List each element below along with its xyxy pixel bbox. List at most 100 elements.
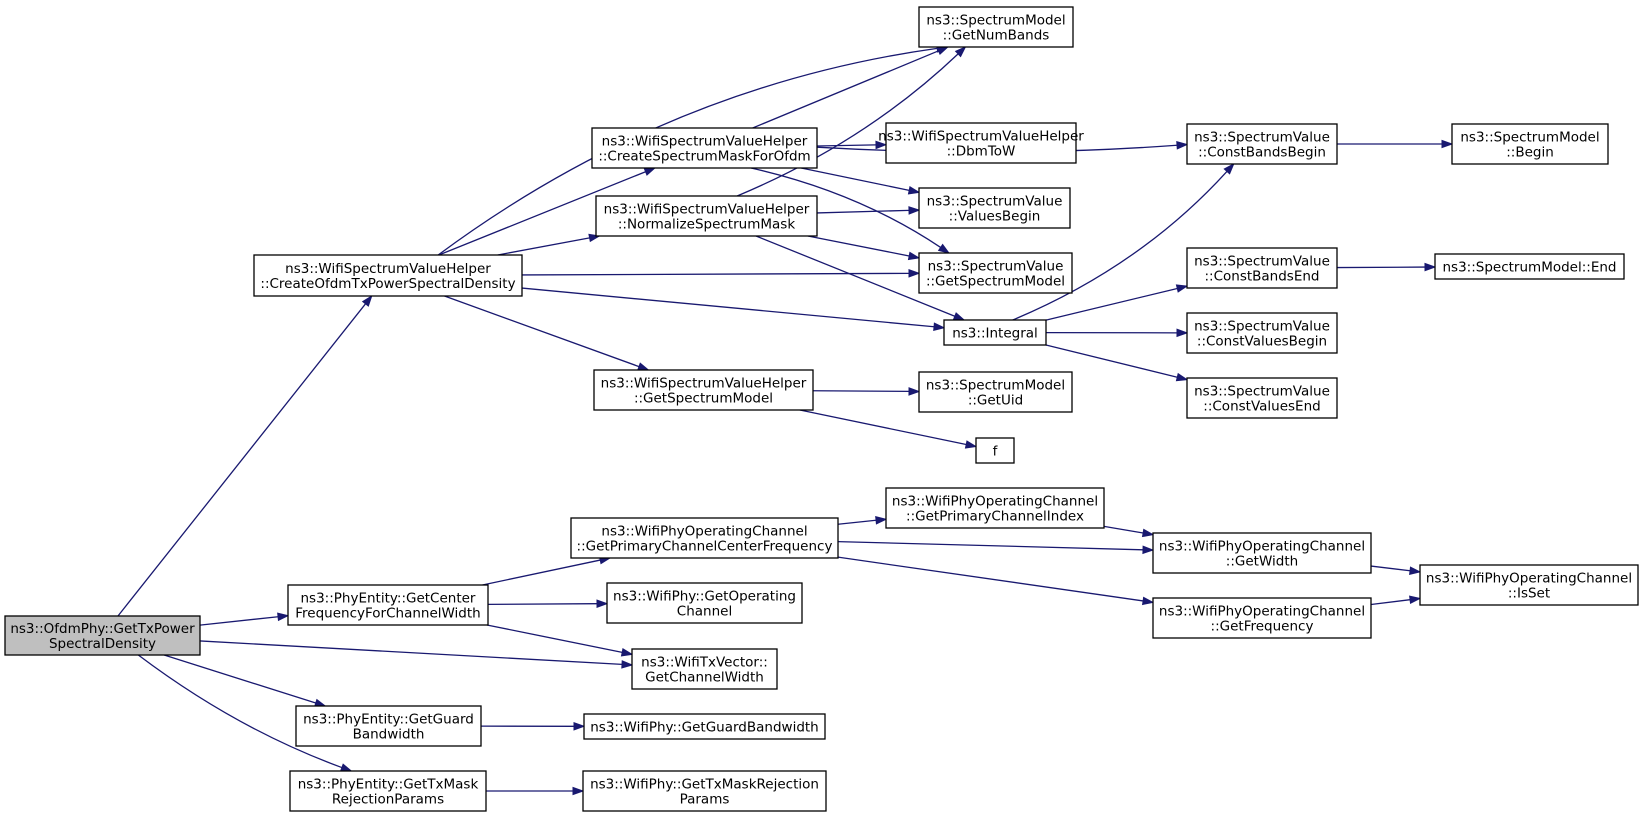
edge-line [752, 50, 939, 129]
node-box [918, 371, 1073, 413]
node-getGuardBw[interactable]: ns3::PhyEntity::GetGuardBandwidth [295, 705, 482, 747]
node-opGetWidth[interactable]: ns3::WifiPhyOperatingChannel::GetWidth [1152, 532, 1372, 574]
node-label-line: ::GetNumBands [943, 28, 1050, 44]
node-label-line: ns3::WifiPhyOperatingChannel [1159, 604, 1365, 620]
edge-line [1370, 565, 1411, 572]
node-label-line: ::CreateOfdmTxPowerSpectralDensity [260, 276, 515, 292]
node-box [606, 582, 803, 624]
edge-normalize-to-getNumBands [736, 45, 967, 197]
node-opGetFreq[interactable]: ns3::WifiPhyOperatingChannel::GetFrequen… [1152, 597, 1372, 639]
node-label-line: ns3::PhyEntity::GetTxMask [298, 777, 479, 793]
edge-integral-to-constValuesBegin [1045, 328, 1189, 338]
node-label-line: ::GetPrimaryChannelCenterFrequency [577, 539, 833, 555]
edge-arrowhead [954, 45, 967, 58]
node-label-line: ::GetSpectrumModel [634, 391, 773, 407]
edge-root-to-txVecWidth [199, 640, 634, 669]
node-createMask[interactable]: ns3::WifiSpectrumValueHelper::CreateSpec… [591, 127, 818, 169]
node-svGetModel[interactable]: ns3::SpectrumValue::GetSpectrumModel [918, 252, 1073, 294]
edge-line [736, 53, 959, 197]
node-getPrimaryIndex[interactable]: ns3::WifiPhyOperatingChannel::GetPrimary… [885, 487, 1105, 529]
edge-arrowhead [596, 599, 609, 608]
edge-line [837, 556, 1144, 602]
node-label-line: ns3::WifiSpectrumValueHelper [285, 261, 491, 277]
node-label-line: ::ValuesBegin [949, 209, 1041, 225]
node-valuesBegin[interactable]: ns3::SpectrumValue::ValuesBegin [918, 187, 1071, 229]
node-box [295, 705, 482, 747]
node-box [287, 584, 489, 626]
edge-arrowhead [875, 140, 888, 150]
edge-line [807, 235, 910, 257]
node-opIsSet[interactable]: ns3::WifiPhyOperatingChannel::IsSet [1419, 564, 1639, 606]
node-box [1186, 312, 1338, 354]
edge-line [199, 616, 279, 626]
node-getUid[interactable]: ns3::SpectrumModel::GetUid [918, 371, 1073, 413]
edge-createMask-to-dbmToW [816, 140, 888, 150]
edge-getTxMask-to-wpGetTxMask [485, 786, 585, 796]
node-getSpecModelH[interactable]: ns3::WifiSpectrumValueHelper::GetSpectru… [593, 369, 814, 411]
node-label-line: ::ConstBandsBegin [1198, 145, 1326, 161]
node-box [918, 6, 1074, 48]
edge-constBandsBegin-to-smBegin [1337, 139, 1454, 149]
node-label-line: ::DbmToW [947, 144, 1016, 160]
node-getCenterFreq[interactable]: ns3::PhyEntity::GetCenterFrequencyForCha… [287, 584, 489, 626]
edge-arrowhead [908, 269, 921, 278]
edge-arrowhead [908, 387, 921, 396]
node-constValuesEnd[interactable]: ns3::SpectrumValue::ConstValuesEnd [1186, 377, 1338, 419]
node-txVecWidth[interactable]: ns3::WifiTxVector::GetChannelWidth [631, 648, 778, 690]
edge-line [816, 144, 877, 147]
edge-opGetWidth-to-opIsSet [1370, 565, 1422, 575]
node-box [1152, 532, 1372, 574]
node-smEnd[interactable]: ns3::SpectrumModel::End [1434, 253, 1625, 280]
edge-line [816, 209, 910, 214]
edge-integral-to-constBandsEnd [1045, 284, 1189, 321]
node-constBandsEnd[interactable]: ns3::SpectrumValue::ConstBandsEnd [1186, 247, 1338, 289]
edge-arrowhead [1441, 139, 1454, 149]
node-label-line: ns3::WifiPhyOperatingChannel [1426, 571, 1632, 587]
edge-arrowhead [1141, 596, 1155, 606]
node-box [975, 437, 1015, 464]
edge-arrowhead [1142, 545, 1155, 555]
node-box [593, 369, 814, 411]
node-dbmToW[interactable]: ns3::WifiSpectrumValueHelper::DbmToW [878, 122, 1084, 164]
node-label-line: ns3::WifiPhy::GetGuardBandwidth [590, 720, 819, 736]
node-integral[interactable]: ns3::Integral [943, 319, 1047, 346]
node-normalize[interactable]: ns3::WifiSpectrumValueHelper::NormalizeS… [595, 195, 818, 237]
node-box [1419, 564, 1639, 606]
node-constValuesBegin[interactable]: ns3::SpectrumValue::ConstValuesBegin [1186, 312, 1338, 354]
edges-layer [117, 44, 1454, 796]
edge-arrowhead [643, 167, 657, 176]
node-box [583, 713, 826, 740]
node-getPrimaryCenter[interactable]: ns3::WifiPhyOperatingChannel::GetPrimary… [570, 517, 839, 559]
node-constBandsBegin[interactable]: ns3::SpectrumValue::ConstBandsBegin [1186, 123, 1338, 165]
edge-normalize-to-integral [755, 235, 966, 321]
edge-arrowhead [907, 251, 921, 261]
node-label-line: ns3::WifiPhy::GetTxMaskRejection [590, 777, 819, 793]
node-label-line: ns3::SpectrumValue [1194, 319, 1330, 335]
node-wpGetGuard[interactable]: ns3::WifiPhy::GetGuardBandwidth [583, 713, 826, 740]
node-smBegin[interactable]: ns3::SpectrumModel::Begin [1451, 123, 1609, 165]
node-createOfdm[interactable]: ns3::WifiSpectrumValueHelper::CreateOfdm… [253, 254, 523, 297]
node-label-line: ::GetSpectrumModel [926, 274, 1065, 290]
edge-normalize-to-valuesBegin [816, 206, 921, 215]
edge-arrowhead [952, 312, 966, 321]
node-getNumBands[interactable]: ns3::SpectrumModel::GetNumBands [918, 6, 1074, 48]
node-label-line: ns3::SpectrumValue [1194, 384, 1330, 400]
edge-line [482, 559, 601, 586]
node-box [885, 122, 1077, 164]
edge-createOfdm-to-normalize [497, 233, 601, 256]
edge-arrowhead [936, 46, 950, 56]
node-f[interactable]: f [975, 437, 1015, 464]
edge-arrowhead [964, 440, 978, 449]
edge-arrowhead [937, 243, 951, 254]
edge-createMask-to-valuesBegin [801, 167, 921, 195]
edge-createOfdm-to-svGetModel [521, 269, 921, 278]
node-label-line: ::Begin [1506, 145, 1554, 161]
edge-arrowhead [573, 721, 586, 731]
node-label-line: ns3::OfdmPhy::GetTxPower [10, 621, 195, 637]
node-box [943, 319, 1047, 346]
node-label-line: ::ConstValuesEnd [1203, 399, 1320, 415]
edge-getPrimaryIndex-to-opGetWidth [1103, 525, 1155, 538]
